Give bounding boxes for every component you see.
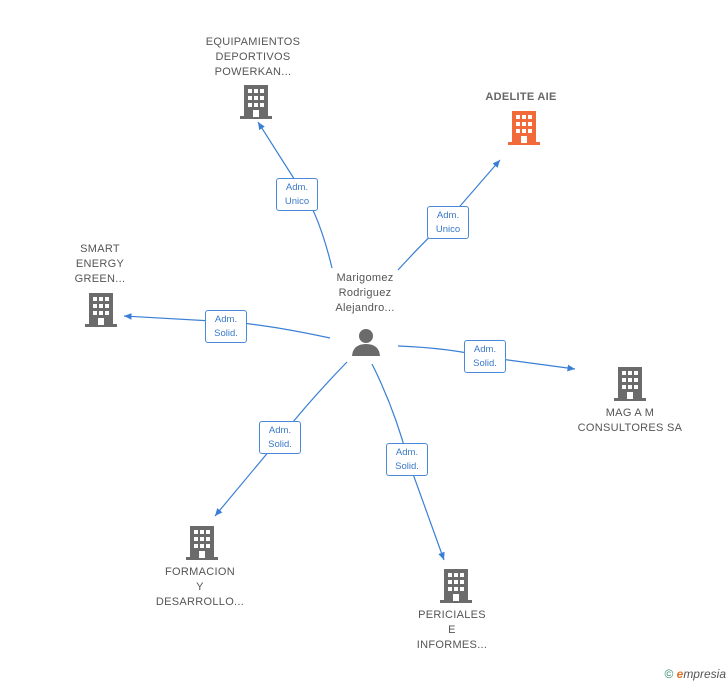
relation-badge-equipamientos[interactable]: Adm. Unico	[276, 178, 318, 211]
building-icon-formacion[interactable]	[186, 526, 218, 560]
copyright-icon: ©	[664, 667, 674, 681]
building-icon-smart[interactable]	[85, 293, 117, 327]
relation-badge-periciales[interactable]: Adm. Solid.	[386, 443, 428, 476]
node-label-equipamientos[interactable]: EQUIPAMIENTOS DEPORTIVOS POWERKAN...	[205, 36, 301, 78]
node-label-magam[interactable]: MAG A M CONSULTORES SA	[577, 407, 683, 434]
node-label-formacion[interactable]: FORMACION Y DESARROLLO...	[155, 566, 245, 608]
relation-badge-smart[interactable]: Adm. Solid.	[205, 310, 247, 343]
relation-badge-adelite[interactable]: Adm. Unico	[427, 206, 469, 239]
relation-badge-formacion[interactable]: Adm. Solid.	[259, 421, 301, 454]
brand-footer: © empresia	[664, 667, 726, 681]
building-icon-periciales[interactable]	[440, 569, 472, 603]
relation-badge-magam[interactable]: Adm. Solid.	[464, 340, 506, 373]
building-icon-adelite[interactable]	[508, 111, 540, 145]
node-label-adelite[interactable]: ADELITE AIE	[485, 91, 557, 103]
center-person-name[interactable]: Marigomez Rodriguez Alejandro...	[335, 272, 395, 314]
person-icon	[352, 329, 380, 356]
brand-logo-text: mpresia	[683, 667, 726, 681]
building-icon-equipamientos[interactable]	[240, 85, 272, 119]
building-icon-magam[interactable]	[614, 367, 646, 401]
node-label-smart[interactable]: SMART ENERGY GREEN...	[74, 243, 126, 285]
node-label-periciales[interactable]: PERICIALES E INFORMES...	[416, 609, 488, 651]
brand-logo-e: e	[676, 667, 684, 681]
